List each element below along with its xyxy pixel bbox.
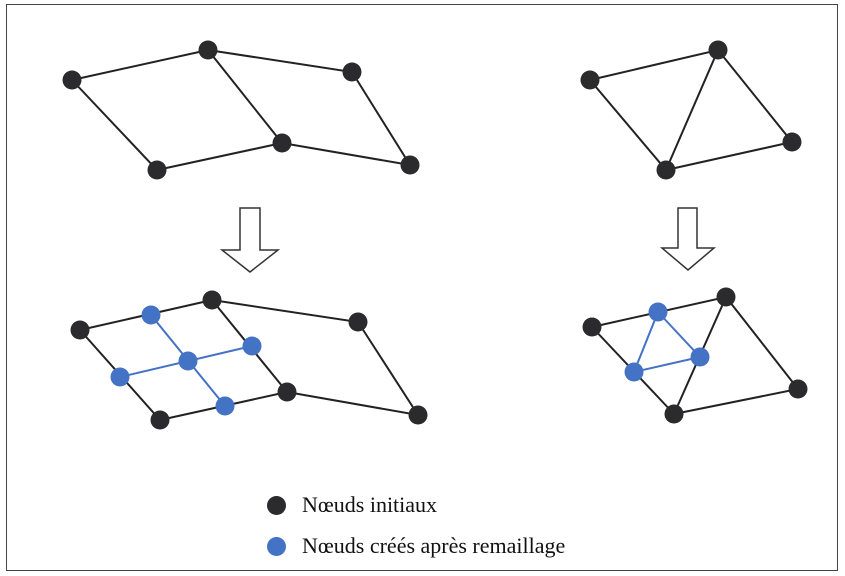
mesh-quad-initial-nodes xyxy=(62,40,420,180)
initial-node xyxy=(788,379,808,399)
initial-node xyxy=(782,132,802,152)
initial-node xyxy=(150,410,170,430)
initial-node xyxy=(198,40,218,60)
mesh-tri-initial xyxy=(588,48,794,172)
initial-node xyxy=(62,70,82,90)
initial-node xyxy=(342,62,362,82)
created-node xyxy=(624,362,644,382)
mesh-edge xyxy=(71,48,284,172)
new-mesh-edge xyxy=(632,310,702,374)
initial-node xyxy=(580,70,600,90)
mesh-quad-remeshed-initial-nodes xyxy=(70,290,428,430)
initial-node xyxy=(716,287,736,307)
mesh-tri-created-nodes xyxy=(624,302,710,382)
initial-node xyxy=(400,155,420,175)
initial-node xyxy=(202,290,222,310)
created-node xyxy=(242,336,262,356)
mesh-edge xyxy=(665,49,794,171)
initial-node-icon xyxy=(267,495,286,515)
mesh-edge xyxy=(211,299,421,417)
legend-initial: Nœuds initiaux xyxy=(267,490,437,520)
legend-initial-label: Nœuds initiaux xyxy=(302,492,438,517)
mesh-tri-remeshed-initial-nodes xyxy=(582,287,808,424)
initial-node xyxy=(147,160,167,180)
initial-node xyxy=(348,312,368,332)
legend-created-label: Nœuds créés après remaillage xyxy=(302,533,566,558)
initial-node xyxy=(582,317,602,337)
legend-created: Nœuds créés après remaillage xyxy=(267,531,565,561)
mesh-edge xyxy=(588,48,720,172)
created-node xyxy=(110,367,130,387)
created-node xyxy=(178,351,198,371)
mesh-tri-initial-nodes xyxy=(580,40,802,180)
initial-node xyxy=(708,40,728,60)
created-node xyxy=(215,396,235,416)
down-arrow-icon xyxy=(659,207,717,271)
mesh-quad-remeshed xyxy=(79,298,421,422)
initial-node xyxy=(272,133,292,153)
initial-node xyxy=(277,382,297,402)
initial-node xyxy=(664,404,684,424)
created-node xyxy=(648,302,668,322)
created-node xyxy=(690,347,710,367)
down-arrow-icon xyxy=(219,207,281,273)
figure-frame xyxy=(6,4,838,571)
initial-node xyxy=(70,320,90,340)
initial-node xyxy=(408,405,428,425)
created-node-icon xyxy=(267,536,286,556)
initial-node xyxy=(656,160,676,180)
created-node xyxy=(141,305,161,325)
mesh-edge xyxy=(207,49,413,167)
mesh-quad-created-nodes xyxy=(110,305,262,416)
mesh-tri-new-edges xyxy=(632,310,702,374)
